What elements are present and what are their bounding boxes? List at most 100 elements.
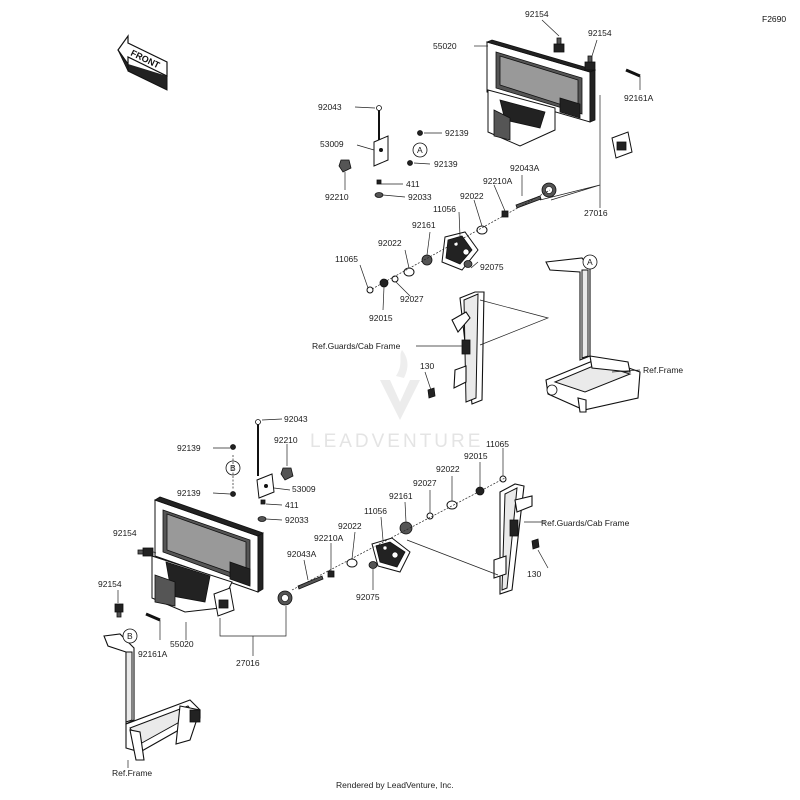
label-92015-lower: 92015 <box>464 451 488 461</box>
bolt-92154-right <box>584 55 596 71</box>
label-92022-b-upper: 92022 <box>378 238 402 248</box>
nut-92210-upper <box>338 159 352 173</box>
label-ref-frame-upper: Ref.Frame <box>643 365 683 375</box>
nut-92139-a-upper <box>417 130 423 136</box>
bolt-92154-b-lower <box>114 603 124 618</box>
label-92075-upper: 92075 <box>480 262 504 272</box>
bolt-92043A-lower <box>297 575 324 590</box>
label-92015-upper: 92015 <box>369 313 393 323</box>
cap-11065-upper <box>366 286 374 294</box>
label-92043-upper: 92043 <box>318 102 342 112</box>
label-92139-a-upper: 92139 <box>445 128 469 138</box>
label-92161-upper: 92161 <box>412 220 436 230</box>
label-ref-guards-lower: Ref.Guards/Cab Frame <box>541 518 630 528</box>
callout-b-lower-text: B <box>230 463 236 473</box>
label-92154-right-upper: 92154 <box>588 28 612 38</box>
callout-a-upper-text: A <box>417 145 423 155</box>
bolt-130-upper <box>427 387 436 399</box>
watermark: LEADVENTURE <box>310 350 483 452</box>
label-411-lower: 411 <box>285 500 299 510</box>
callout-b-frame-text: B <box>127 631 133 641</box>
label-92033-upper: 92033 <box>408 192 432 202</box>
label-92139-b-lower: 92139 <box>177 488 201 498</box>
label-92027-upper: 92027 <box>400 294 424 304</box>
cab-frame-guard-upper <box>451 291 485 405</box>
upper-assembly: A <box>312 9 683 413</box>
callout-a-frame <box>582 254 598 270</box>
nut-92139-b-upper <box>407 160 413 166</box>
label-92210-upper: 92210 <box>325 192 349 202</box>
taillight-housing-upper <box>485 39 597 147</box>
label-411-upper: 411 <box>406 179 420 189</box>
nut-92139-b-lower <box>230 491 236 497</box>
bracket-11056-upper <box>441 231 479 271</box>
bracket-53009-upper <box>373 105 389 167</box>
washer-92022-a-upper <box>476 225 488 235</box>
label-92022-b-lower: 92022 <box>338 521 362 531</box>
label-53009-lower: 53009 <box>292 484 316 494</box>
label-11056-lower: 11056 <box>364 506 387 516</box>
label-92043A-lower: 92043A <box>287 549 317 559</box>
label-92033-lower: 92033 <box>285 515 309 525</box>
figure-code: F2690 <box>762 14 786 24</box>
callout-b-lower <box>225 460 241 476</box>
reflector-92161A-lower <box>145 612 161 622</box>
license-lamp-lower <box>213 587 235 617</box>
label-92161A-lower: 92161A <box>138 649 168 659</box>
bolt-92154-a-lower <box>137 547 154 557</box>
callout-b-frame <box>122 628 138 644</box>
label-55020-lower: 55020 <box>170 639 194 649</box>
label-11056-upper: 11056 <box>433 204 456 214</box>
footer-credit: Rendered by LeadVenture, Inc. <box>336 780 454 790</box>
bolt-92154-top <box>553 37 565 53</box>
nut-92075-upper <box>463 260 473 268</box>
nut-92075-lower <box>368 561 378 569</box>
label-27016-lower: 27016 <box>236 658 260 668</box>
clip-92033-lower <box>257 516 267 522</box>
label-92139-b-upper: 92139 <box>434 159 458 169</box>
label-92154-b-lower: 92154 <box>98 579 122 589</box>
label-27016-upper: 27016 <box>584 208 608 218</box>
label-92161-lower: 92161 <box>389 491 413 501</box>
label-92022-a-lower: 92022 <box>436 464 460 474</box>
label-92043A-upper: 92043A <box>510 163 540 173</box>
label-92154-a-lower: 92154 <box>113 528 137 538</box>
label-92022-a-upper: 92022 <box>460 191 484 201</box>
reflector-92161A-upper <box>625 68 641 78</box>
label-11065-lower: 11065 <box>486 439 509 449</box>
washer-411-upper <box>376 179 382 185</box>
washer-92022-b-upper <box>403 267 415 277</box>
nut-92015-lower <box>475 486 485 496</box>
clip-92033-upper <box>374 192 384 198</box>
label-92154-top-upper: 92154 <box>525 9 549 19</box>
label-92027-lower: 92027 <box>413 478 437 488</box>
taillight-housing-lower <box>151 496 264 613</box>
watermark-text: LEADVENTURE <box>310 431 483 452</box>
washer-92027-upper <box>391 275 399 283</box>
label-ref-frame-lower: Ref.Frame <box>112 768 152 778</box>
washer-92210A-lower <box>327 570 335 578</box>
label-92210A-upper: 92210A <box>483 176 513 186</box>
label-92139-a-lower: 92139 <box>177 443 201 453</box>
nut-92210-lower <box>280 467 294 481</box>
label-130-lower: 130 <box>527 569 541 579</box>
callout-a-upper <box>412 142 428 158</box>
front-arrow-icon: FRONT <box>117 34 168 91</box>
callout-a-frame-text: A <box>587 257 593 267</box>
bracket-53009-lower <box>255 419 275 499</box>
label-92161A-upper: 92161A <box>624 93 654 103</box>
lower-assembly: B <box>98 414 630 778</box>
nut-92015-upper <box>379 278 389 288</box>
label-55020-upper: 55020 <box>433 41 457 51</box>
nut-92139-a-lower <box>230 444 236 450</box>
frame-left-lower <box>103 633 201 761</box>
label-92043-lower: 92043 <box>284 414 308 424</box>
cab-frame-guard-lower <box>493 483 533 595</box>
bolt-130-lower <box>531 538 540 550</box>
license-lamp-upper <box>611 131 633 159</box>
label-92075-lower: 92075 <box>356 592 380 602</box>
bracket-11056-lower <box>371 537 411 573</box>
label-ref-guards-upper: Ref.Guards/Cab Frame <box>312 341 401 351</box>
label-130-upper: 130 <box>420 361 434 371</box>
